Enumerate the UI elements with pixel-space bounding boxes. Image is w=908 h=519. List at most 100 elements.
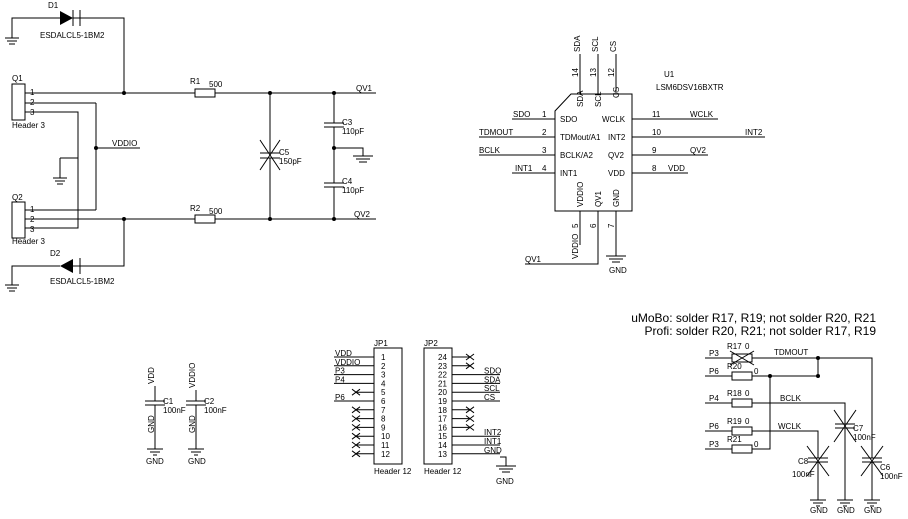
u1-right-net-9: QV2 — [690, 146, 707, 155]
c6-gnd: GND — [864, 506, 882, 515]
u1-left-net-1: SDO — [513, 110, 530, 119]
jp1-pin-num: 12 — [381, 450, 390, 459]
c8-not-placed-mark — [806, 445, 830, 477]
jp1-ref: JP1 — [374, 339, 388, 348]
ground-symbol — [147, 448, 163, 456]
ground-symbol — [496, 465, 516, 473]
jp2-pin-num: 20 — [438, 388, 447, 397]
u1-left-num-2: 2 — [542, 128, 547, 137]
jp2-pin-num: 19 — [438, 397, 447, 406]
c8-ref: C8 — [798, 457, 809, 466]
jp1-pin-num: 1 — [381, 353, 386, 362]
ground-symbol — [5, 284, 19, 292]
u1-right-name-10: INT2 — [608, 133, 626, 142]
ground-symbol — [5, 37, 19, 45]
u1-right-num-10: 10 — [652, 128, 661, 137]
jp2-pin-num: 22 — [438, 371, 447, 380]
r21-net-in: P3 — [709, 440, 719, 449]
no-connect-mark — [465, 415, 475, 422]
u1-top-num-12: 12 — [607, 68, 616, 77]
r20-net-in: P6 — [709, 367, 719, 376]
jp1-body — [373, 347, 403, 465]
jp2-net-label: INT2 — [484, 428, 502, 437]
c7-value: 100nF — [853, 433, 876, 442]
u1-right-name-11: WCLK — [602, 115, 626, 124]
c5-value: 150pF — [279, 157, 302, 166]
no-connect-mark — [465, 406, 475, 414]
jp1-net-label: P4 — [335, 375, 345, 384]
c7-ref: C7 — [853, 424, 864, 433]
u1-gnd-label: GND — [609, 266, 627, 275]
u1-left-name-1: SDO — [560, 115, 577, 124]
r18-net-out: BCLK — [780, 394, 802, 403]
q1-ref: Q1 — [12, 74, 23, 83]
c7-gnd: GND — [837, 506, 855, 515]
no-connect-mark — [465, 424, 475, 431]
note-profi: Profi: solder R20, R21; not solder R17, … — [645, 324, 877, 338]
jp1-net-label: VDD — [335, 349, 352, 358]
jp2-pin-num: 21 — [438, 379, 447, 388]
u1-bottom-num-6: 6 — [589, 223, 598, 228]
u1-right-name-9: QV2 — [608, 151, 625, 160]
ground-symbol — [606, 255, 626, 263]
jp1-type: Header 12 — [374, 467, 412, 476]
jp2-pin-num: 24 — [438, 353, 447, 362]
r19-ref: R19 — [727, 417, 742, 426]
u1-part: LSM6DSV16BXTR — [656, 83, 724, 92]
vddio-rail: VDDIO — [94, 103, 140, 210]
qv1-net-label: QV1 — [356, 84, 373, 93]
jp1-pin-num: 8 — [381, 415, 386, 424]
resistor-r1 — [194, 88, 216, 98]
jp1-net-label: P6 — [335, 393, 345, 402]
jp1-pin-num: 2 — [381, 362, 386, 371]
d1-part: ESDALCL5-1BM2 — [40, 31, 105, 40]
ic-u1: U1 LSM6DSV16BXTR SDA SCL CS 14 13 12 SDA… — [479, 35, 765, 275]
jp2-net-label: SCL — [484, 384, 500, 393]
c2-gnd-net: GND — [188, 415, 197, 433]
u1-left-name-3: BCLK/A2 — [560, 151, 593, 160]
u1-top-num-14: 14 — [571, 68, 580, 77]
c4-ref: C4 — [342, 177, 353, 186]
d2-ref: D2 — [50, 249, 61, 258]
c6-value: 100nF — [880, 472, 903, 481]
u1-bottom-num-7: 7 — [607, 223, 616, 228]
u1-top-name-13: SCL — [594, 91, 603, 107]
qv-filter-network: R1 500 QV1 R2 500 QV2 C5 150pF C3 110pF … — [122, 77, 376, 224]
no-connect-mark — [465, 353, 475, 361]
q2-pin-3: 3 — [30, 225, 35, 234]
c1-gnd-label: GND — [146, 457, 164, 466]
jp1-pin-num: 9 — [381, 423, 386, 432]
header-jp1: JP1 Header 12 1VDD2VDDIO3P34P456P6789101… — [334, 339, 412, 476]
u1-top-net-14: SDA — [573, 35, 582, 52]
ground-symbol — [810, 499, 826, 507]
c6-not-placed-mark — [860, 445, 884, 477]
q2-type: Header 3 — [12, 237, 45, 246]
header-q1: Q1 1 2 3 Header 3 — [11, 74, 124, 185]
c4-value: 110pF — [342, 186, 364, 195]
u1-top-net-12: CS — [609, 41, 618, 52]
r19-value: 0 — [745, 417, 750, 426]
jp1-pin-num: 10 — [381, 432, 390, 441]
jp2-type: Header 12 — [424, 467, 462, 476]
jp1-pin-num: 3 — [381, 371, 386, 380]
r2-ref: R2 — [190, 204, 201, 213]
r21-value: 0 — [754, 440, 759, 449]
c2-ref: C2 — [204, 397, 215, 406]
c3-value: 110pF — [342, 127, 364, 136]
r17-not-placed-mark — [729, 350, 755, 366]
resistor-r21 — [731, 444, 753, 454]
u1-bottom-name-7: GND — [612, 189, 621, 207]
u1-top-name-14: SDA — [576, 90, 585, 107]
resistor-r2 — [194, 214, 216, 224]
diode-d1: D1 ESDALCL5-1BM2 — [5, 1, 125, 93]
jp1-pin-num: 5 — [381, 388, 386, 397]
jp1-net-label: P3 — [335, 367, 345, 376]
jp2-pin-num: 13 — [438, 450, 447, 459]
resistor-r20 — [731, 371, 753, 381]
c2-value: 100nF — [204, 406, 227, 415]
c2-gnd-label: GND — [188, 457, 206, 466]
c1-net: VDD — [147, 367, 156, 384]
config-network: P3 R17 0 TDMOUT P6 R20 0 P4 R18 0 BCLK P… — [705, 342, 903, 515]
